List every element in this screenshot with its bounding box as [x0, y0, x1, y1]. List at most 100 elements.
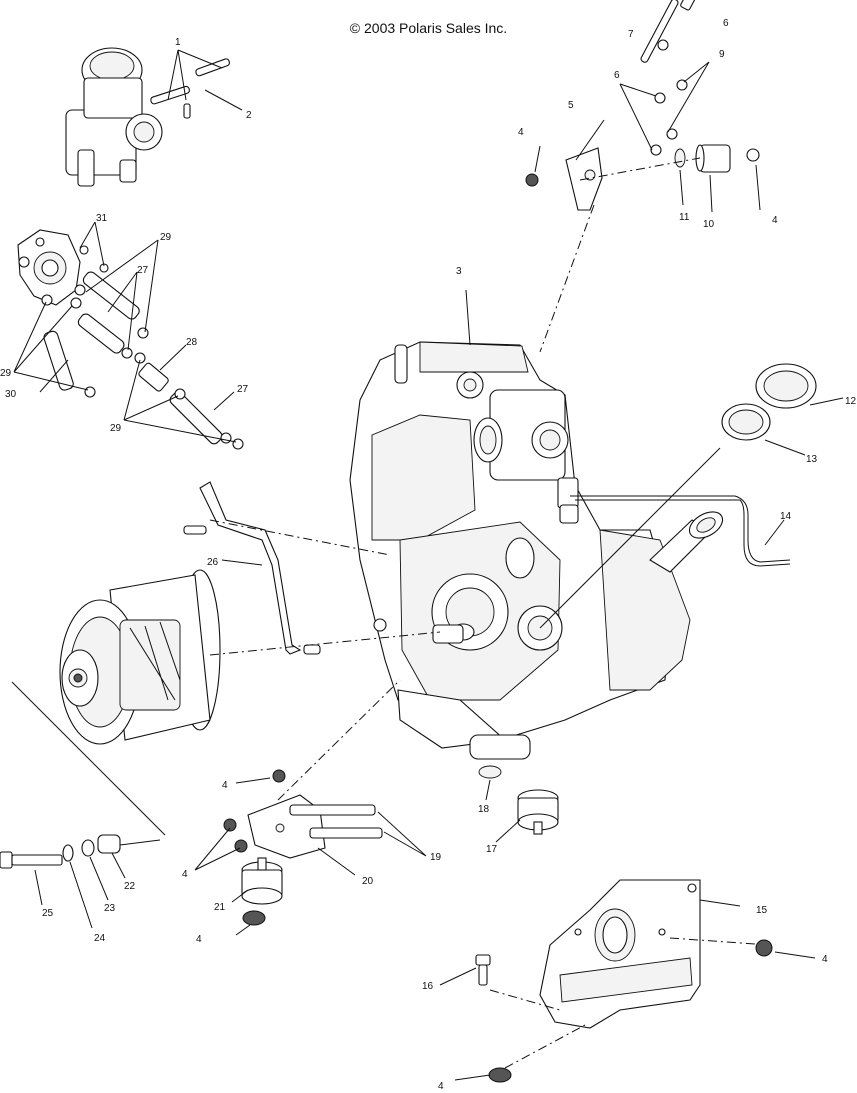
leader-13	[764, 439, 806, 456]
center-line-clutch	[209, 631, 441, 656]
leader-21	[231, 889, 249, 903]
callout-5: 5	[568, 100, 574, 111]
callout-2: 2	[246, 110, 252, 121]
callout-20: 20	[362, 876, 374, 887]
callout-4: 4	[222, 780, 228, 791]
leader-6	[619, 83, 657, 151]
center-line-clutch-bolt	[11, 681, 166, 836]
fuel-hoses	[43, 271, 223, 445]
callout-25: 25	[42, 908, 54, 919]
mount-nut	[242, 910, 266, 926]
callout-23: 23	[104, 903, 116, 914]
leader-4d	[194, 827, 241, 871]
leader-26	[221, 559, 263, 566]
center-line-skid-bolt	[489, 989, 561, 1011]
leader-29c	[123, 359, 237, 443]
leader-28	[159, 344, 187, 371]
leader-30	[39, 359, 69, 393]
callout-1: 1	[175, 37, 181, 48]
center-line-mount	[277, 679, 401, 801]
callout-14: 14	[780, 511, 792, 522]
fuel-pump	[17, 229, 81, 306]
leader-5	[575, 119, 605, 161]
leader-4a	[534, 145, 541, 173]
callout-28: 28	[186, 337, 198, 348]
leader-20	[317, 847, 356, 876]
leader-16	[439, 967, 477, 986]
callout-4: 4	[822, 954, 828, 965]
callout-9: 9	[719, 49, 725, 60]
callout-7: 7	[628, 29, 634, 40]
drive-clutch	[59, 569, 221, 745]
callout-15: 15	[756, 905, 768, 916]
leader-4b	[755, 164, 761, 211]
leader-17	[495, 819, 521, 843]
leader-4e	[235, 924, 251, 936]
callout-16: 16	[422, 981, 434, 992]
leader-27b	[213, 391, 235, 411]
support-rod	[183, 481, 321, 655]
leader-4f	[774, 951, 816, 959]
callout-6: 6	[723, 18, 729, 29]
leader-18	[485, 779, 491, 801]
callout-4: 4	[772, 215, 778, 226]
leader-12	[809, 397, 844, 406]
copyright-notice: © 2003 Polaris Sales Inc.	[349, 20, 508, 36]
callout-24: 24	[94, 933, 106, 944]
leader-25	[34, 869, 43, 906]
cable-adjuster	[640, 0, 697, 156]
leader-24	[69, 861, 93, 929]
callout-27: 27	[137, 265, 149, 276]
callout-6: 6	[614, 70, 620, 81]
callout-30: 30	[5, 389, 17, 400]
callout-21: 21	[214, 902, 226, 913]
breather-hose-inner	[575, 499, 791, 567]
leader-14	[764, 519, 785, 546]
callout-4: 4	[182, 869, 188, 880]
center-line-bracket	[539, 204, 595, 353]
cable-damper	[674, 144, 760, 173]
center-line-skid-nut	[504, 1024, 586, 1069]
callout-4: 4	[196, 934, 202, 945]
callout-22: 22	[124, 881, 136, 892]
breather-hose	[570, 495, 791, 563]
leader-23	[89, 856, 109, 901]
leader-29a	[85, 239, 159, 333]
leader-27a	[107, 271, 138, 351]
center-line-rod	[209, 519, 391, 556]
callout-numbers: 1 2 3 4 4 4 4 4 4 4 5 6 6 7 9 10 11 12 1…	[0, 18, 857, 1092]
carburetor-on-engine	[456, 371, 579, 524]
callout-18: 18	[478, 804, 490, 815]
callout-29: 29	[160, 232, 172, 243]
center-line-skid-side	[669, 937, 756, 945]
leader-11	[679, 169, 684, 206]
exhaust-outlet	[649, 511, 724, 573]
skid-plate-fasteners	[475, 939, 773, 1083]
leader-1	[167, 49, 223, 101]
callout-4: 4	[438, 1081, 444, 1092]
callout-3: 3	[456, 266, 462, 277]
callout-31: 31	[96, 213, 108, 224]
callout-17: 17	[486, 844, 498, 855]
center-line-bolt	[119, 839, 161, 846]
clutch-bolt-assembly	[0, 834, 121, 869]
callout-12: 12	[845, 396, 857, 407]
leader-19	[377, 811, 427, 857]
rubber-mount-front	[241, 857, 283, 905]
callout-29: 29	[110, 423, 122, 434]
leader-22	[111, 852, 126, 879]
leader-3	[465, 289, 471, 346]
callout-13: 13	[806, 454, 818, 465]
callout-10: 10	[703, 219, 715, 230]
leader-10	[709, 174, 713, 213]
center-line-cable	[579, 157, 701, 181]
leader-15	[699, 899, 741, 907]
rubber-mount-rear	[478, 765, 559, 835]
leader-4c	[235, 777, 271, 784]
leader-9	[667, 61, 710, 133]
leader-31	[79, 221, 105, 267]
carburetor	[65, 47, 230, 187]
callout-26: 26	[207, 557, 219, 568]
callout-27: 27	[237, 384, 249, 395]
